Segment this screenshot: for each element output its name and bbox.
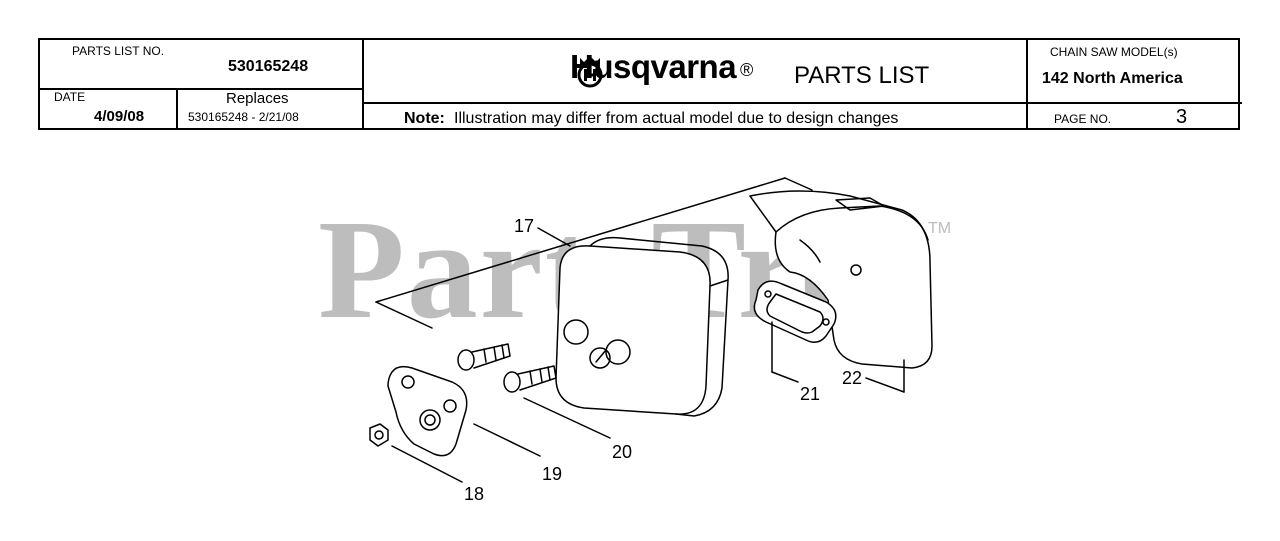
header-divider	[176, 88, 178, 128]
husqvarna-crown-logo-icon	[577, 56, 603, 88]
leader-line	[473, 423, 541, 457]
callout-17: 17	[514, 216, 534, 236]
callout-18: 18	[464, 484, 484, 504]
gasket-part	[753, 280, 837, 343]
parts-list-title: PARTS LIST	[794, 62, 930, 89]
callout-19: 19	[542, 464, 562, 484]
bolt-lower-part	[503, 365, 557, 393]
replaces-value: 530165248 - 2/21/08	[188, 110, 299, 124]
leader-line	[375, 301, 433, 329]
note-text: Illustration may differ from actual mode…	[454, 110, 899, 127]
leader-line	[865, 377, 905, 393]
header-divider	[1026, 40, 1028, 128]
date-value: 4/09/08	[94, 108, 145, 125]
leader-line	[771, 371, 799, 383]
callout-20: 20	[612, 442, 632, 462]
leader-line	[784, 177, 813, 191]
heat-shield-cover-part	[749, 190, 933, 369]
leader-line	[375, 177, 786, 303]
leader-line	[391, 445, 463, 483]
date-label: DATE	[54, 90, 86, 104]
registered-mark: ®	[740, 60, 754, 80]
leader-line	[537, 227, 571, 247]
header-divider	[40, 88, 362, 90]
callout-21: 21	[800, 384, 820, 404]
note-label: Note:	[404, 110, 445, 127]
parts-list-no-label: PARTS LIST NO.	[72, 44, 165, 58]
page-no: 3	[1176, 106, 1188, 128]
parts-list-header: PARTS LIST NO. 530165248 DATE 4/09/08 Re…	[38, 38, 1242, 130]
model-label: CHAIN SAW MODEL(s)	[1050, 45, 1178, 59]
muffler-body-part	[555, 236, 729, 417]
leader-line	[523, 397, 611, 439]
callout-22: 22	[842, 368, 862, 388]
nut-part	[369, 423, 389, 447]
plate-part	[387, 365, 468, 457]
brand-name: Husqvarna	[570, 48, 737, 85]
header-divider	[362, 102, 1026, 104]
page-no-label: PAGE NO.	[1054, 112, 1112, 126]
model-value: 142 North America	[1042, 70, 1183, 87]
bolt-upper-part	[457, 343, 511, 371]
replaces-label: Replaces	[226, 90, 289, 107]
header-divider	[1026, 102, 1242, 104]
parts-list-no: 530165248	[228, 58, 309, 75]
header-divider	[362, 40, 364, 128]
watermark-trademark: TM	[928, 220, 952, 237]
